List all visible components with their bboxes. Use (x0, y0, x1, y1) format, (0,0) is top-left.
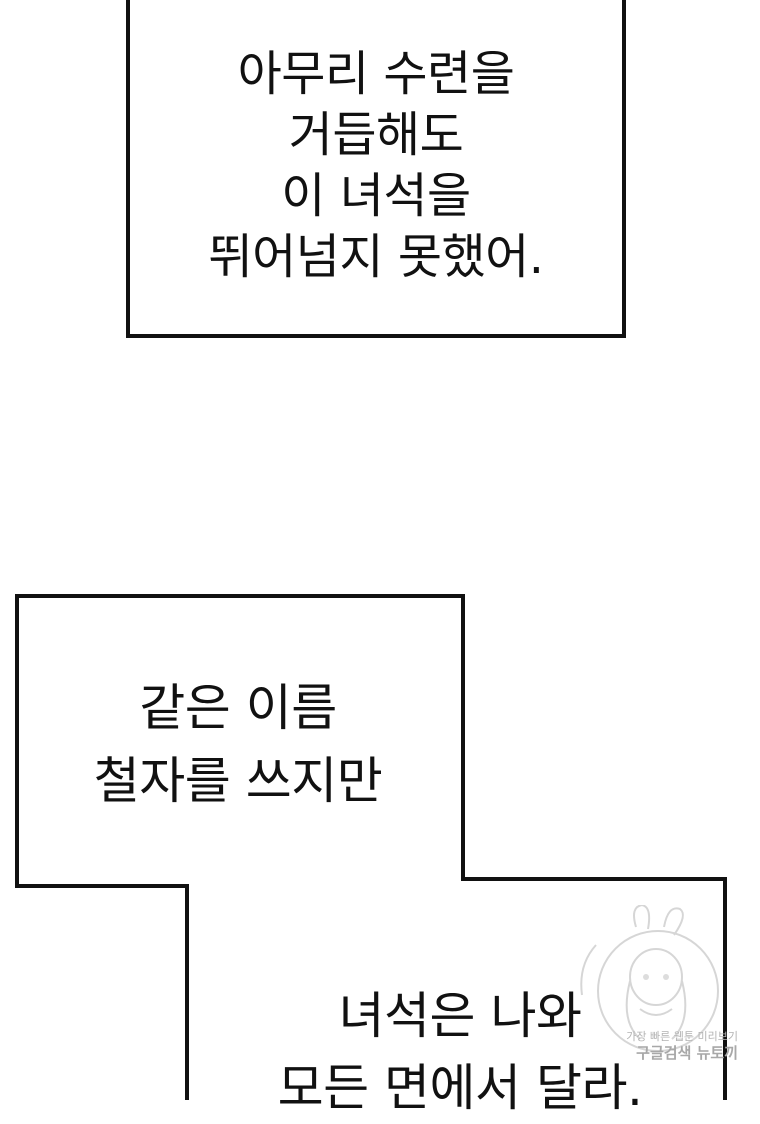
caption-text-top: 아무리 수련을 거듭해도 이 녀석을 뛰어넘지 못했어. (208, 46, 544, 285)
watermark-text: 가장 빠른 웹툰 미리보기 구글검색 뉴토끼 (588, 1030, 738, 1062)
caption-box-outline (15, 594, 727, 1100)
caption-box-stepped (15, 594, 727, 1100)
watermark-line1: 가장 빠른 웹툰 미리보기 (626, 1030, 738, 1043)
bunny-girl-logo-icon (580, 905, 719, 1052)
caption-box-top (126, 0, 626, 338)
watermark-line2: 구글검색 뉴토끼 (636, 1044, 738, 1062)
caption-text-middle: 같은 이름 철자를 쓰지만 (93, 679, 383, 810)
